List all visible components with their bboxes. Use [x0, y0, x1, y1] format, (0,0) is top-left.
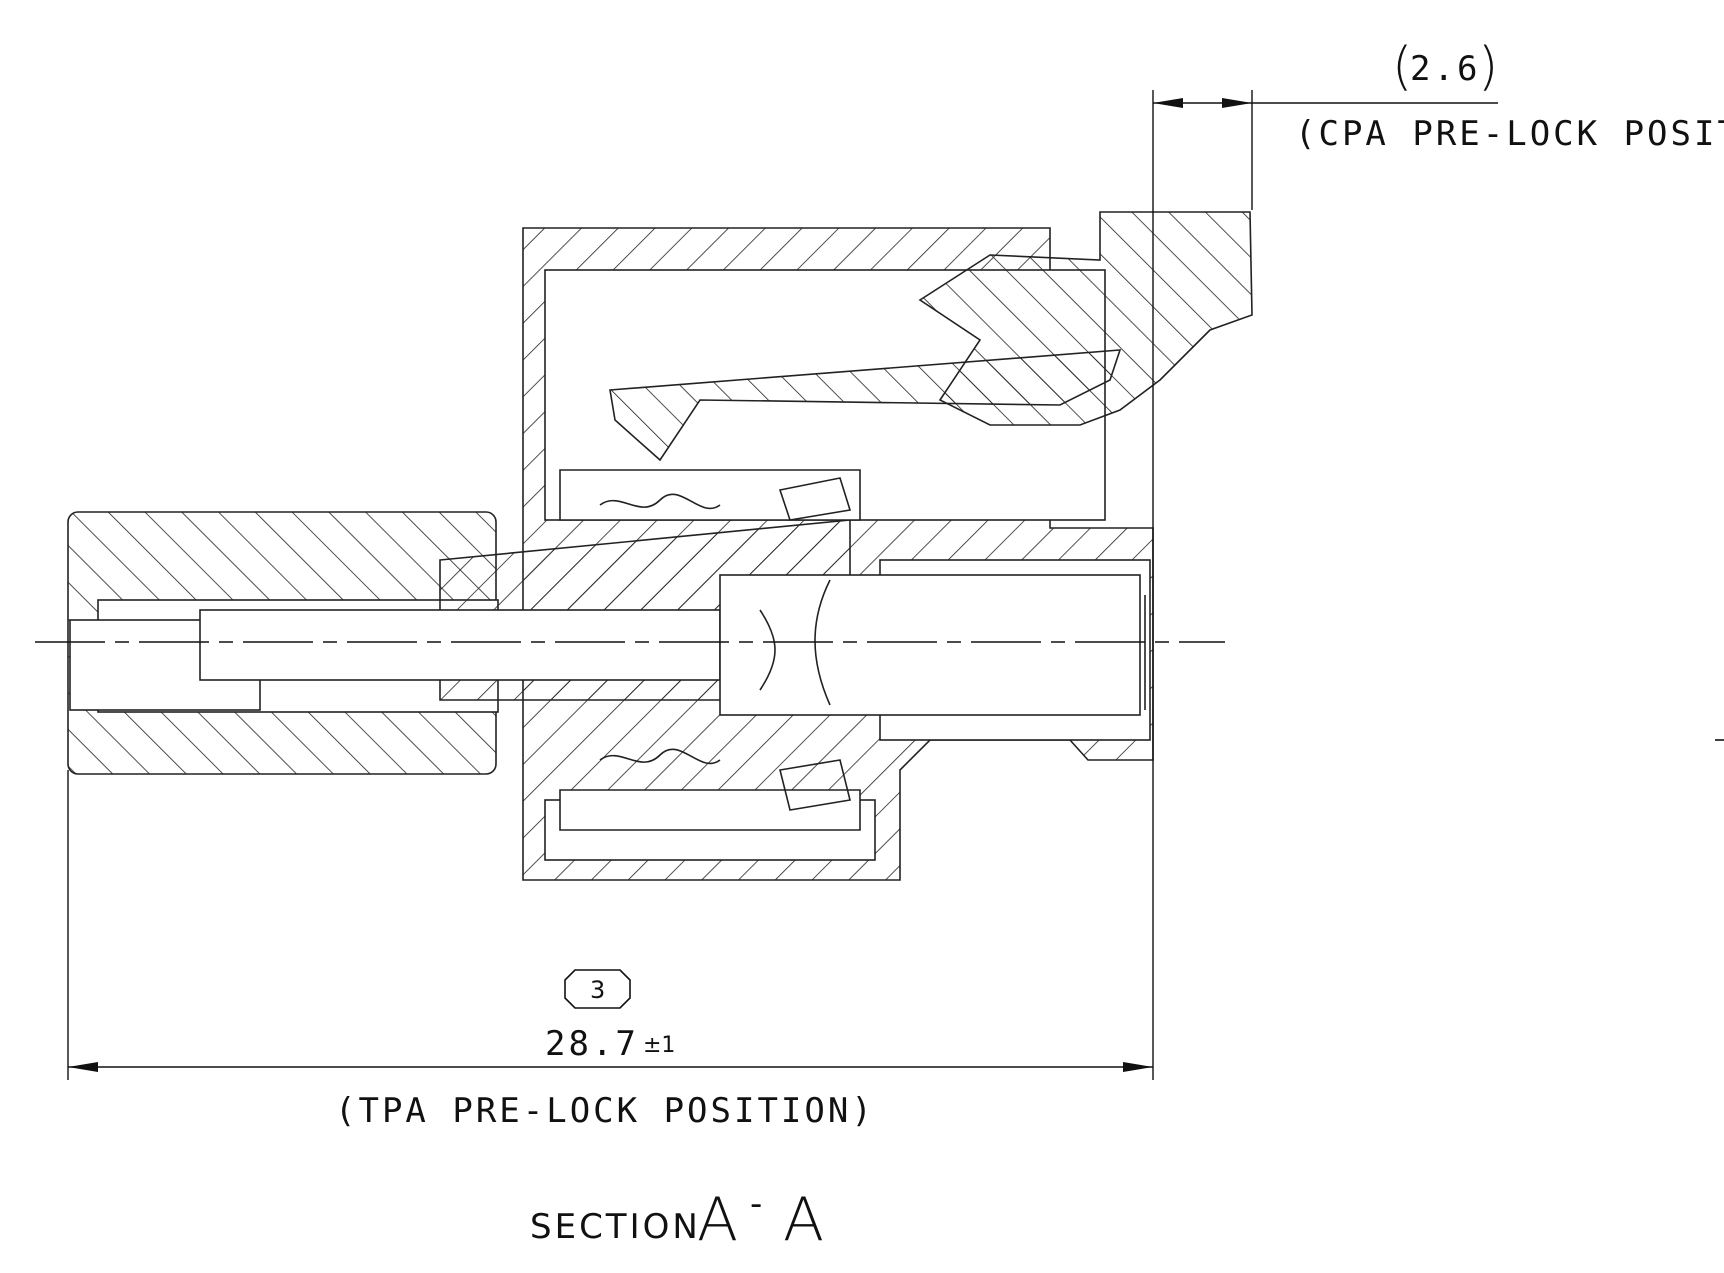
section-word: SECTION [530, 1207, 701, 1247]
cpa-dimension-value: 2.6 [1410, 49, 1480, 89]
overall-note: (TPA PRE-LOCK POSITION) [335, 1091, 875, 1131]
overall-dimension-value: 28.7 [545, 1024, 639, 1064]
cpa-note: (CPA PRE-LOCK POSITIO [1295, 114, 1724, 154]
section-label: SECTION A - A [530, 1184, 824, 1255]
section-id-right: A [783, 1185, 824, 1255]
extension-lines [67, 90, 1253, 1080]
cpa-dimension: ( 2.6 ) (CPA PRE-LOCK POSITIO [1153, 37, 1724, 154]
note-balloon-number: 3 [590, 976, 605, 1004]
overall-dimension: 3 28.7 ±1 (TPA PRE-LOCK POSITION) [68, 969, 1153, 1131]
svg-text:(: ( [1392, 37, 1412, 97]
svg-text:): ) [1478, 37, 1498, 97]
overall-tolerance: ±1 [643, 1033, 675, 1058]
section-dash: - [750, 1184, 765, 1224]
connector-body [67, 211, 1253, 881]
section-id-left: A [697, 1185, 738, 1255]
lock-arm [609, 349, 1122, 462]
note-balloon [564, 969, 631, 1009]
